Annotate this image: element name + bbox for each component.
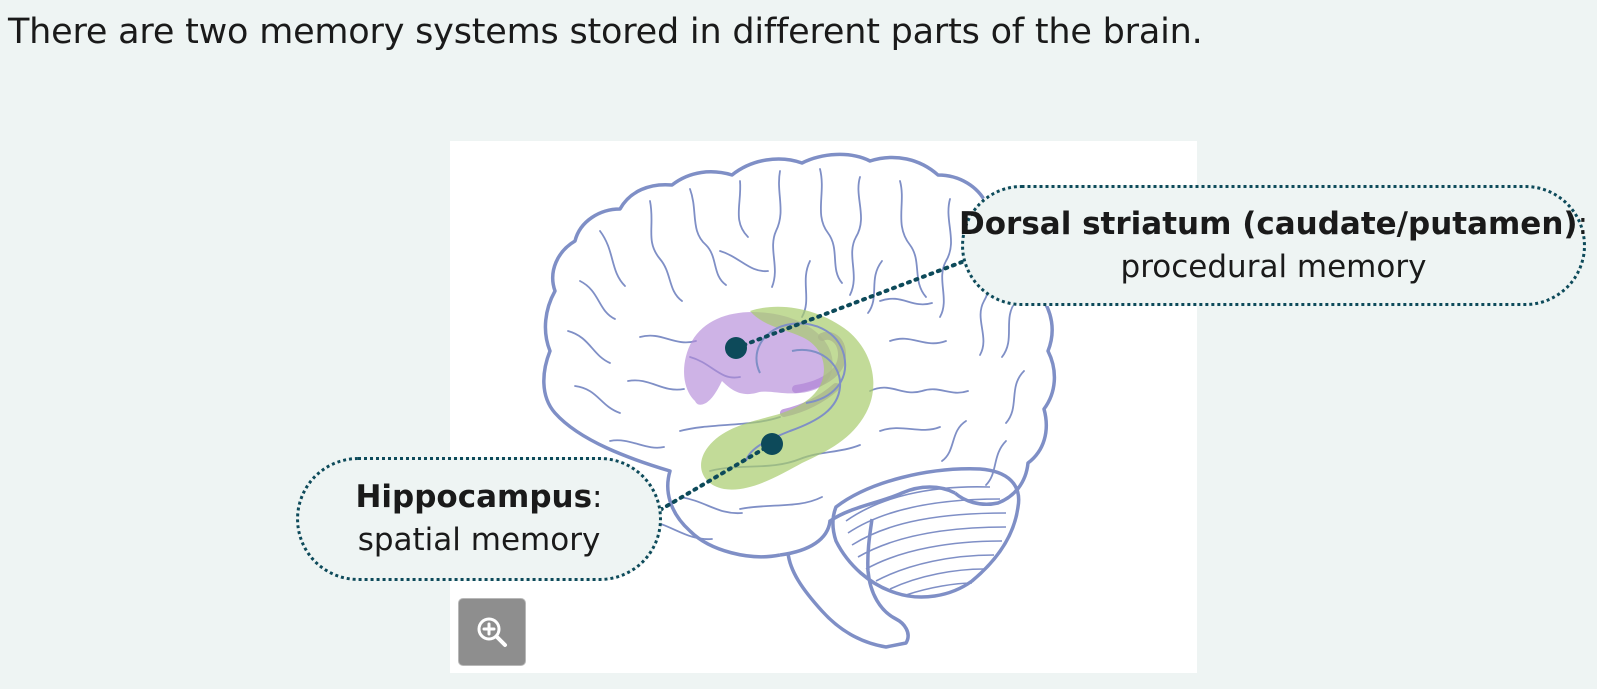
hippocampus-description: spatial memory [357, 522, 601, 558]
hippocampus-title: Hippocampus: [355, 476, 602, 519]
brainstem-outline [786, 518, 910, 649]
dorsal-striatum-colon: : [1577, 205, 1589, 242]
dorsal-striatum-name: Dorsal striatum (caudate/putamen) [959, 205, 1578, 242]
hippocampus-callout: Hippocampus: spatial memory [296, 457, 662, 581]
cerebellum-folia [845, 485, 1007, 596]
temporal-edge [779, 485, 956, 557]
cerebrum-outline [542, 152, 1057, 559]
intro-text: There are two memory systems stored in d… [8, 12, 1203, 52]
hippocampus-colon: : [592, 479, 603, 515]
zoom-in-button[interactable] [458, 598, 526, 666]
dorsal-striatum-callout: Dorsal striatum (caudate/putamen): proce… [959, 185, 1588, 306]
zoom-in-icon [477, 617, 507, 647]
dorsal-striatum-title: Dorsal striatum (caudate/putamen): [959, 203, 1588, 246]
hippocampus-name: Hippocampus [355, 479, 593, 515]
dorsal-striatum-description: procedural memory [1120, 248, 1427, 285]
cerebellum-outline [831, 467, 1021, 599]
